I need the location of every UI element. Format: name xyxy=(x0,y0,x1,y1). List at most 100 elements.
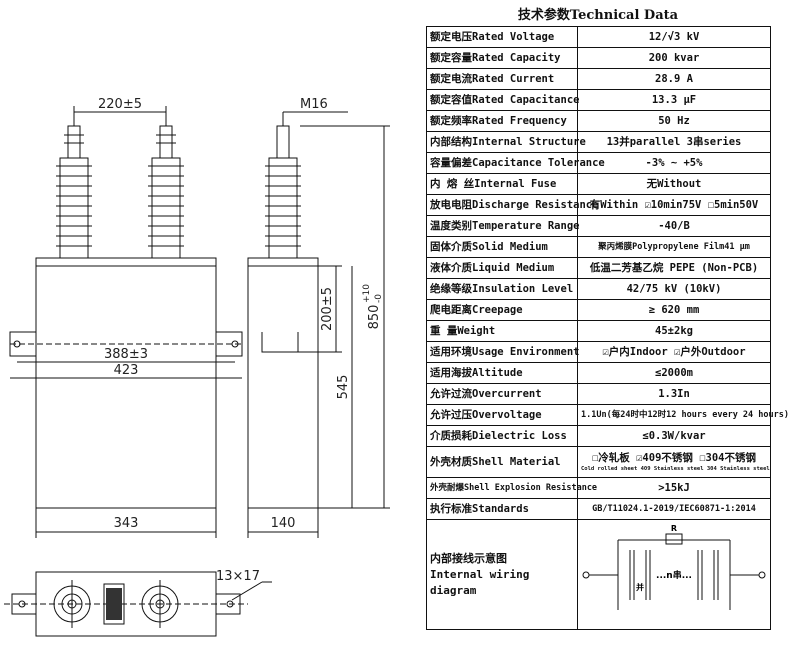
explosion-label: 外壳耐爆Shell Explosion Resistance xyxy=(426,477,597,499)
table-row: 外壳耐爆Shell Explosion Resistance >15kJ xyxy=(426,477,771,499)
spec-label: 额定电压Rated Voltage xyxy=(426,26,578,48)
table-row: 温度类别Temperature Range-40/B xyxy=(426,215,771,237)
spec-value: 1.1Un(每24时中12时12 hours every 24 hours) xyxy=(577,404,789,426)
dim-slot: 13×17 xyxy=(216,569,260,584)
spec-value: -40/B xyxy=(577,215,771,237)
spec-label: 额定容量Rated Capacity xyxy=(426,47,578,69)
spec-value: 无Without xyxy=(577,173,771,195)
spec-label: 适用环境Usage Environment xyxy=(426,341,579,363)
spec-value: 低温二芳基乙烷 PEPE (Non-PCB) xyxy=(577,257,771,279)
table-row: 适用海拔Altitude≤2000m xyxy=(426,362,771,384)
spec-value: 有Within ☑10min75V ☐5min50V xyxy=(577,194,771,216)
table-row: 介质损耗Dielectric Loss≤0.3W/kvar xyxy=(426,425,771,447)
dim-total-height: 850 xyxy=(367,305,382,330)
shell-label: 外壳材质Shell Material xyxy=(426,446,578,478)
dim-mount-inner: 388±3 xyxy=(104,347,148,362)
spec-label: 额定电流Rated Current xyxy=(426,68,578,90)
wiring-label-cn: 内部接线示意图 xyxy=(430,551,507,565)
spec-value: 28.9 A xyxy=(577,68,771,90)
spec-label: 放电电阻Discharge Resistance xyxy=(426,194,598,216)
spec-value: 45±2kg xyxy=(577,320,771,342)
dim-terminal-spacing: 220±5 xyxy=(98,97,142,112)
capacitor-drawing: 220±5 M16 388±3 423 343 140 13×17 200±5 … xyxy=(4,97,390,637)
dim-height-545: 545 xyxy=(336,375,351,400)
spec-value: ≥ 620 mm xyxy=(577,299,771,321)
table-row: 执行标准Standards GB/T11024.1-2019/IEC60871-… xyxy=(426,498,771,520)
dim-depth: 140 xyxy=(271,516,296,531)
tank-side xyxy=(247,257,319,509)
standards-label: 执行标准Standards xyxy=(426,498,578,520)
spec-value: 聚丙烯膜Polypropylene Film41 μm xyxy=(577,236,771,258)
spec-label: 额定频率Rated Frequency xyxy=(426,110,578,132)
spec-label: 额定容值Rated Capacitance xyxy=(426,89,579,111)
insulator-left xyxy=(56,112,92,259)
spec-value: 12/√3 kV xyxy=(577,26,771,48)
dim-width: 343 xyxy=(114,516,139,531)
spec-label: 绝缘等级Insulation Level xyxy=(426,278,578,300)
wiring-parallel: 并 xyxy=(636,582,644,592)
wiring-label-en: Internal wiring diagram xyxy=(430,567,530,597)
spec-label: 内部结构Internal Structure xyxy=(426,131,586,153)
spec-value: ≤2000m xyxy=(577,362,771,384)
spec-value: -3% ~ +5% xyxy=(577,152,771,174)
wiring-label: 内部接线示意图 Internal wiring diagram xyxy=(426,519,578,630)
wiring-r: R xyxy=(671,524,677,533)
table-row: 内部接线示意图 Internal wiring diagram xyxy=(426,519,771,630)
shell-sub: Cold rolled sheet 409 Stainless steel 30… xyxy=(581,465,770,472)
spec-label: 介质损耗Dielectric Loss xyxy=(426,425,578,447)
spec-value: ☑户内Indoor ☑户外Outdoor xyxy=(577,341,771,363)
spec-value: 1.3In xyxy=(577,383,771,405)
spec-value: 13并parallel 3串series xyxy=(577,131,771,153)
explosion-value: >15kJ xyxy=(577,477,771,499)
wiring-series-dots: ...n串... xyxy=(656,569,692,581)
spec-title: 技术参数Technical Data xyxy=(517,8,679,23)
shell-options: ☐冷轧板 ☑409不锈钢 ☐304不锈钢 xyxy=(591,451,757,464)
spec-label: 重 量Weight xyxy=(426,320,578,342)
wiring-diagram: R ...n串... 并 xyxy=(577,519,771,630)
spec-label: 允许过压Overvoltage xyxy=(426,404,578,426)
spec-value: 13.3 μF xyxy=(577,89,771,111)
table-row: 外壳材质Shell Material ☐冷轧板 ☑409不锈钢 ☐304不锈钢 … xyxy=(426,446,771,478)
spec-label: 内 熔 丝Internal Fuse xyxy=(426,173,578,195)
table-row: 适用环境Usage Environment☑户内Indoor ☑户外Outdoo… xyxy=(426,341,771,363)
insulator-right xyxy=(148,112,184,259)
tank-front xyxy=(35,257,217,509)
spec-label: 适用海拔Altitude xyxy=(426,362,578,384)
dim-height-bracket: 200±5 xyxy=(320,287,335,331)
dim-mount-outer: 423 xyxy=(114,363,139,378)
spec-label: 允许过流Overcurrent xyxy=(426,383,578,405)
spec-value: 50 Hz xyxy=(577,110,771,132)
spec-value: ≤0.3W/kvar xyxy=(577,425,771,447)
mount-bracket-right xyxy=(216,331,243,357)
spec-label: 温度类别Temperature Range xyxy=(426,215,579,237)
table-row: 容量偏差Capacitance Tolerance-3% ~ +5% xyxy=(426,152,771,174)
spec-value: 42/75 kV (10kV) xyxy=(577,278,771,300)
spec-label: 容量偏差Capacitance Tolerance xyxy=(426,152,605,174)
spec-label: 爬电距离Creepage xyxy=(426,299,578,321)
insulator-side xyxy=(265,112,301,259)
spec-label: 液体介质Liquid Medium xyxy=(426,257,578,279)
spec-label: 固体介质Solid Medium xyxy=(426,236,578,258)
standards-value: GB/T11024.1-2019/IEC60871-1:2014 xyxy=(577,498,771,520)
dim-thread: M16 xyxy=(300,97,328,112)
spec-value: 200 kvar xyxy=(577,47,771,69)
shell-value: ☐冷轧板 ☑409不锈钢 ☐304不锈钢 Cold rolled sheet 4… xyxy=(577,446,771,478)
dim-tol-minus: -0 xyxy=(374,294,384,303)
dim-tol-plus: +10 xyxy=(362,284,372,303)
